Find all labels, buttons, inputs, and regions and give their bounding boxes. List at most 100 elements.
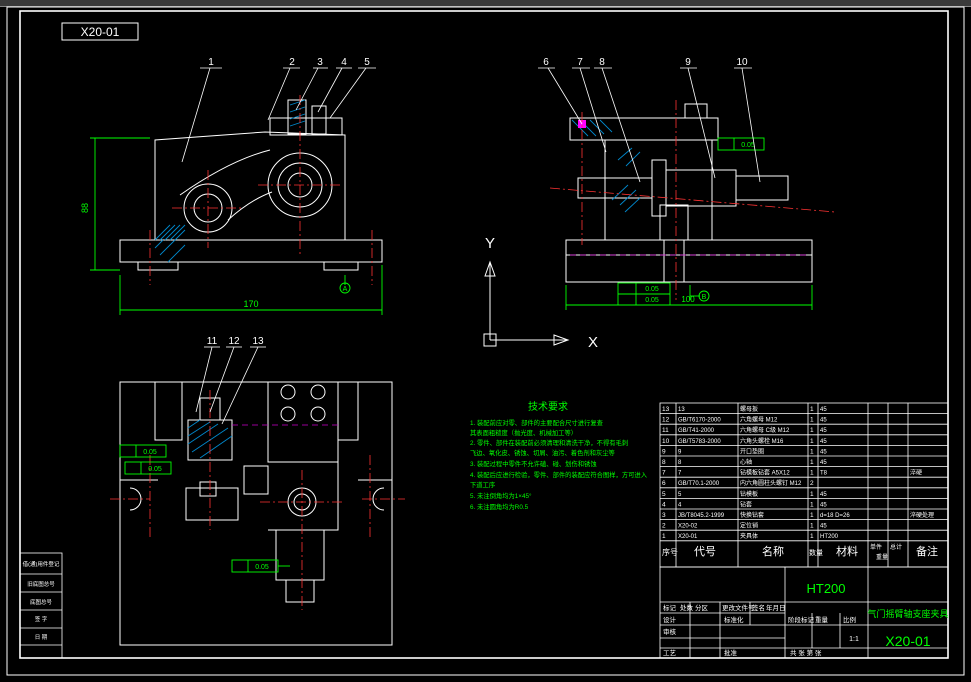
balloon-5[interactable]: 5 bbox=[364, 57, 370, 68]
side-base-plate bbox=[565, 239, 813, 283]
side-strip-block bbox=[19, 552, 63, 659]
bom-cell-code: GB/T41-2000 bbox=[678, 428, 715, 434]
side-dimension-lines bbox=[565, 137, 813, 310]
bom-cell-no: 4 bbox=[662, 501, 666, 508]
bom-header-code: 代号 bbox=[694, 545, 716, 558]
side-view[interactable] bbox=[565, 103, 813, 283]
datum-a-label: A bbox=[343, 286, 348, 293]
bom-header-material: 材料 bbox=[836, 544, 858, 558]
balloon-9[interactable]: 9 bbox=[685, 57, 691, 68]
balloon-7[interactable]: 7 bbox=[577, 57, 583, 68]
bom-cell-material: 45 bbox=[820, 502, 827, 508]
bom-cell-code: 4 bbox=[678, 502, 682, 508]
bom-cell-qty: 1 bbox=[810, 448, 814, 455]
bom-cell-code: 9 bbox=[678, 449, 682, 455]
ucs-axis-icon bbox=[483, 260, 570, 347]
bom-cell-no: 8 bbox=[662, 459, 666, 466]
title-block[interactable] bbox=[659, 566, 949, 659]
front-leaders bbox=[181, 67, 376, 163]
tol-top-1: 0.05 bbox=[143, 449, 157, 456]
bom-cell-material: d=18 D=26 bbox=[820, 513, 850, 519]
front-section-hatch bbox=[154, 99, 306, 263]
bom-cell-qty: 1 bbox=[810, 438, 814, 445]
tech-line-2: 其表面粗糙度（抛光度、机械加工等） bbox=[470, 428, 577, 437]
front-base-foot-right bbox=[323, 262, 359, 271]
bom-cell-material: HT200 bbox=[820, 534, 839, 540]
bom-cell-material: 45 bbox=[820, 428, 827, 434]
balloon-10[interactable]: 10 bbox=[736, 57, 748, 68]
top-dimension-lines bbox=[119, 444, 290, 573]
bom-cell-material: T8 bbox=[820, 471, 828, 477]
side-bolt-shank bbox=[735, 175, 789, 201]
svg-text:批准: 批准 bbox=[724, 648, 738, 657]
bom-cell-code: GB/T6170-2000 bbox=[678, 418, 721, 424]
bom-cell-code: GB/T5783-2000 bbox=[678, 439, 721, 445]
bom-header-note: 备注 bbox=[916, 544, 938, 558]
tol-top-2: 0.05 bbox=[148, 466, 162, 473]
tech-line-3: 2. 零件、部件在装配前必须清理和清洗干净，不得有毛刺 bbox=[470, 438, 628, 447]
balloon-12[interactable]: 12 bbox=[228, 336, 240, 347]
svg-text:签 字: 签 字 bbox=[35, 615, 48, 623]
top-bolt-head bbox=[275, 529, 325, 581]
side-column bbox=[659, 204, 689, 241]
bom-cell-no: 3 bbox=[662, 512, 666, 519]
bom-cell-no: 6 bbox=[662, 480, 666, 487]
bom-cell-qty: 1 bbox=[810, 459, 814, 466]
balloon-4[interactable]: 4 bbox=[341, 57, 347, 68]
dim-width-right: 100 bbox=[681, 295, 695, 304]
tech-line-8: 5. 未注倒角均为1×45° bbox=[470, 491, 532, 500]
bom-cell-material: 45 bbox=[820, 460, 827, 466]
bom-cell-no: 12 bbox=[662, 417, 670, 424]
flatness-value-1: 0.05 bbox=[645, 286, 659, 293]
bom-cell-qty: 1 bbox=[810, 491, 814, 498]
svg-text:分区: 分区 bbox=[695, 603, 709, 612]
dim-width-left: 170 bbox=[243, 299, 258, 309]
balloon-1[interactable]: 1 bbox=[208, 57, 214, 68]
sheet-inner-border bbox=[19, 10, 949, 659]
balloon-2[interactable]: 2 bbox=[289, 57, 295, 68]
svg-text:日 期: 日 期 bbox=[35, 634, 48, 641]
bom-cell-no: 5 bbox=[662, 491, 666, 498]
tol-side-top: 0.05 bbox=[741, 142, 755, 149]
bom-cell-note: 淬硬 bbox=[910, 469, 922, 477]
bom-cell-name: 夹具体 bbox=[740, 532, 758, 540]
svg-text:设计: 设计 bbox=[663, 615, 677, 624]
top-centerlines bbox=[110, 390, 405, 610]
tol-top-3: 0.05 bbox=[255, 564, 269, 571]
bom-cell-name: 开口垫圈 bbox=[740, 447, 764, 455]
bom-cell-code: X20-01 bbox=[678, 534, 698, 540]
side-washer bbox=[651, 159, 667, 217]
balloon-6[interactable]: 6 bbox=[543, 57, 549, 68]
bom-cell-code: X20-02 bbox=[678, 524, 698, 530]
front-body bbox=[154, 131, 346, 240]
bom-cell-qty: 1 bbox=[810, 406, 814, 413]
balloon-13[interactable]: 13 bbox=[252, 336, 264, 347]
svg-text:共 张 第 张: 共 张 第 张 bbox=[790, 648, 822, 657]
tech-line-7: 下道工序 bbox=[470, 480, 495, 489]
tech-heading: 技术要求 bbox=[528, 400, 568, 413]
front-view[interactable] bbox=[119, 99, 383, 271]
balloon-8[interactable]: 8 bbox=[599, 57, 605, 68]
bom-cell-no: 2 bbox=[662, 523, 666, 530]
top-column-block bbox=[267, 381, 339, 463]
balloon-11[interactable]: 11 bbox=[207, 336, 218, 347]
front-drill-plate bbox=[269, 117, 343, 136]
bom-cell-code: 13 bbox=[678, 407, 685, 413]
bom-cell-code: 7 bbox=[678, 471, 682, 477]
top-view[interactable] bbox=[119, 381, 393, 646]
bom-cell-name: 钻模板钻套 A5X12 bbox=[740, 469, 790, 477]
svg-text:标记: 标记 bbox=[663, 603, 677, 612]
front-centerlines bbox=[149, 95, 373, 285]
bom-cell-name: 快换钻套 bbox=[740, 511, 764, 519]
bom-cell-name: 螺母扳 bbox=[740, 405, 758, 413]
svg-text:底图总号: 底图总号 bbox=[30, 598, 53, 606]
bom-header-name: 名称 bbox=[762, 544, 784, 558]
balloon-3[interactable]: 3 bbox=[317, 57, 323, 68]
side-centerlines bbox=[549, 100, 836, 300]
sheet-outer-border bbox=[6, 6, 965, 676]
bom-cell-code: GB/T70.1-2000 bbox=[678, 481, 720, 487]
material-label: HT200 bbox=[806, 581, 845, 596]
bom-cell-qty: 1 bbox=[810, 512, 814, 519]
